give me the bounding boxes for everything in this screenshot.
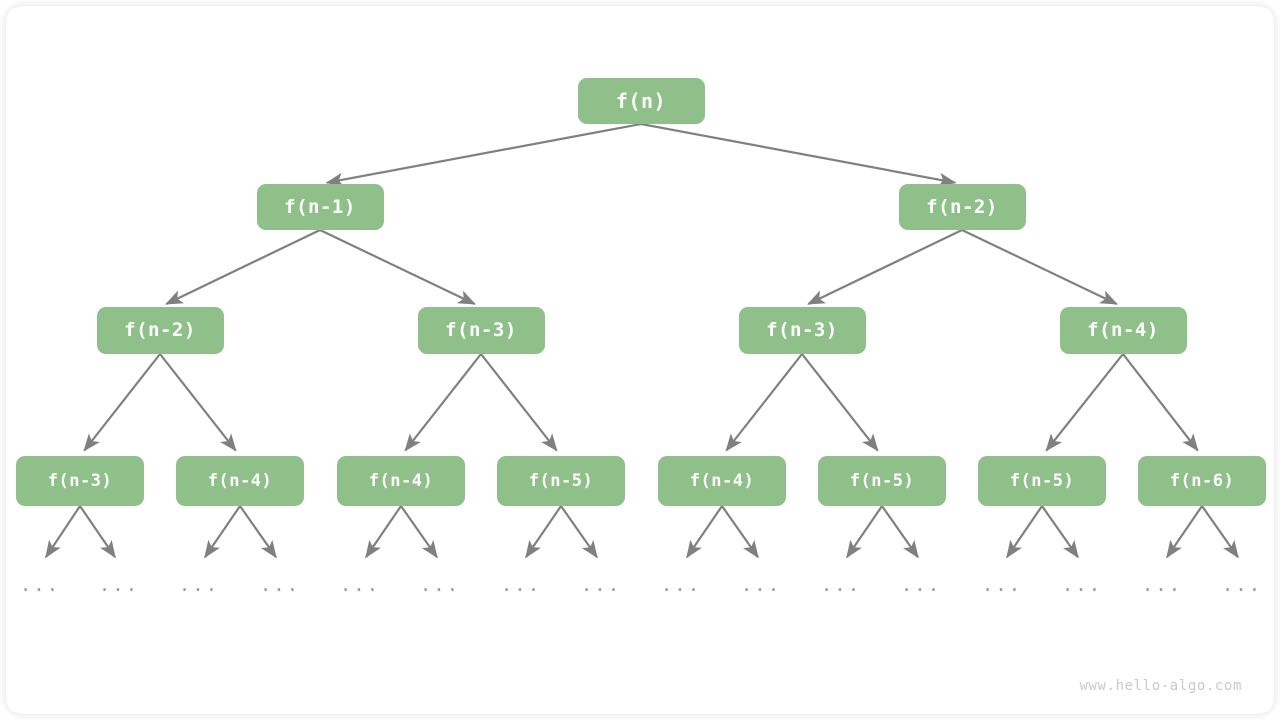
ellipsis-marker-9: ...: [660, 574, 702, 596]
tree-node-l3-4[interactable]: f(n-4): [1059, 306, 1187, 354]
ellipsis-marker-6: ...: [419, 574, 461, 596]
tree-node-l4-7[interactable]: f(n-5): [978, 456, 1106, 506]
tree-node-label: f(n-4): [689, 471, 755, 491]
tree-node-l2-2[interactable]: f(n-2): [898, 184, 1026, 230]
tree-node-label: f(n-5): [528, 471, 594, 491]
ellipsis-marker-4: ...: [259, 574, 301, 596]
tree-node-label: f(n-3): [445, 319, 517, 341]
ellipsis-marker-2: ...: [98, 574, 140, 596]
tree-node-l4-4[interactable]: f(n-5): [497, 456, 625, 506]
ellipsis-marker-13: ...: [981, 574, 1023, 596]
ellipsis-marker-16: ...: [1221, 574, 1263, 596]
tree-node-l4-2[interactable]: f(n-4): [176, 456, 304, 506]
watermark: www.hello-algo.com: [1079, 678, 1242, 694]
ellipsis-marker-8: ...: [580, 574, 622, 596]
ellipsis-marker-14: ...: [1061, 574, 1103, 596]
ellipsis-marker-3: ...: [178, 574, 220, 596]
tree-node-l4-8[interactable]: f(n-6): [1138, 456, 1266, 506]
tree-node-label: f(n-3): [47, 471, 113, 491]
tree-node-l3-2[interactable]: f(n-3): [417, 306, 545, 354]
ellipsis-marker-11: ...: [820, 574, 862, 596]
ellipsis-marker-5: ...: [339, 574, 381, 596]
tree-node-label: f(n-2): [926, 196, 998, 218]
ellipsis-marker-10: ...: [740, 574, 782, 596]
tree-node-l2-1[interactable]: f(n-1): [256, 184, 384, 230]
tree-node-label: f(n-4): [368, 471, 434, 491]
tree-node-l4-6[interactable]: f(n-5): [818, 456, 946, 506]
tree-node-l4-1[interactable]: f(n-3): [16, 456, 144, 506]
tree-node-l1-1[interactable]: f(n): [577, 78, 705, 124]
ellipsis-marker-1: ...: [19, 574, 61, 596]
tree-node-l3-1[interactable]: f(n-2): [96, 306, 224, 354]
tree-node-label: f(n-4): [1087, 319, 1159, 341]
tree-node-label: f(n-1): [284, 196, 356, 218]
tree-node-label: f(n-5): [1009, 471, 1075, 491]
tree-node-label: f(n-6): [1169, 471, 1235, 491]
tree-node-l4-5[interactable]: f(n-4): [658, 456, 786, 506]
tree-node-l3-3[interactable]: f(n-3): [738, 306, 866, 354]
ellipsis-marker-7: ...: [500, 574, 542, 596]
tree-node-l4-3[interactable]: f(n-4): [337, 456, 465, 506]
ellipsis-marker-15: ...: [1141, 574, 1183, 596]
tree-node-label: f(n-4): [207, 471, 273, 491]
tree-node-label: f(n-2): [124, 319, 196, 341]
tree-node-label: f(n-5): [849, 471, 915, 491]
ellipsis-marker-12: ...: [900, 574, 942, 596]
tree-node-label: f(n-3): [766, 319, 838, 341]
tree-node-label: f(n): [615, 89, 667, 113]
